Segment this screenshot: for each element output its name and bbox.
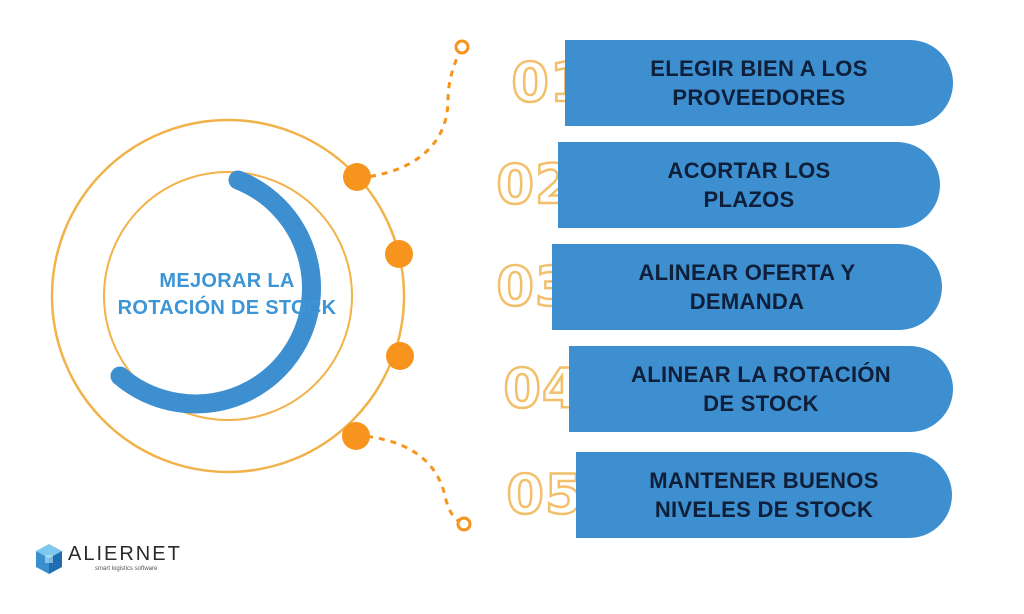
inner-ring bbox=[103, 171, 353, 421]
ring-dot-1 bbox=[343, 163, 371, 191]
connector-top bbox=[357, 47, 464, 180]
cube-logo-icon bbox=[36, 544, 62, 574]
brand-name: ALIERNET bbox=[68, 543, 182, 565]
step-number: 04 bbox=[502, 356, 581, 422]
step-1: 01 ELEGIR BIEN A LOS PROVEEDORES bbox=[505, 40, 965, 126]
ring-dot-2 bbox=[385, 240, 413, 268]
ring-dot-4 bbox=[342, 422, 370, 450]
brand-tagline: smart logistics software bbox=[95, 566, 158, 572]
step-label: ELEGIR BIEN A LOS PROVEEDORES bbox=[650, 56, 868, 110]
step-pill: ALINEAR LA ROTACIÓN DE STOCK bbox=[569, 346, 953, 432]
step-label: ALINEAR LA ROTACIÓN DE STOCK bbox=[631, 362, 891, 416]
step-4: 04 ALINEAR LA ROTACIÓN DE STOCK bbox=[497, 346, 957, 432]
connector-top-end bbox=[454, 39, 470, 55]
center-title-line-1: MEJORAR LA bbox=[159, 270, 295, 292]
center-title-line-2: ROTACIÓN DE STOCK bbox=[117, 297, 337, 319]
step-pill: MANTENER BUENOS NIVELES DE STOCK bbox=[576, 452, 952, 538]
step-pill: ALINEAR OFERTA Y DEMANDA bbox=[552, 244, 942, 330]
connector-bottom-end bbox=[456, 516, 472, 532]
step-label: ALINEAR OFERTA Y DEMANDA bbox=[638, 260, 856, 314]
ring-dot-3 bbox=[386, 342, 414, 370]
step-pill: ELEGIR BIEN A LOS PROVEEDORES bbox=[565, 40, 953, 126]
brand-logo: ALIERNET smart logistics software bbox=[35, 543, 185, 583]
step-2: 02 ACORTAR LOS PLAZOS bbox=[490, 142, 950, 228]
step-3: 03 ALINEAR OFERTA Y DEMANDA bbox=[490, 244, 950, 330]
step-label: MANTENER BUENOS NIVELES DE STOCK bbox=[649, 468, 879, 522]
step-label: ACORTAR LOS PLAZOS bbox=[667, 158, 831, 212]
connector-bottom bbox=[354, 433, 463, 525]
step-5: 05 MANTENER BUENOS NIVELES DE STOCK bbox=[500, 452, 960, 538]
step-pill: ACORTAR LOS PLAZOS bbox=[558, 142, 940, 228]
step-number: 05 bbox=[505, 462, 584, 528]
center-title: MEJORAR LA ROTACIÓN DE STOCK bbox=[100, 268, 354, 322]
outer-ring bbox=[50, 118, 406, 474]
progress-arc bbox=[110, 170, 321, 414]
